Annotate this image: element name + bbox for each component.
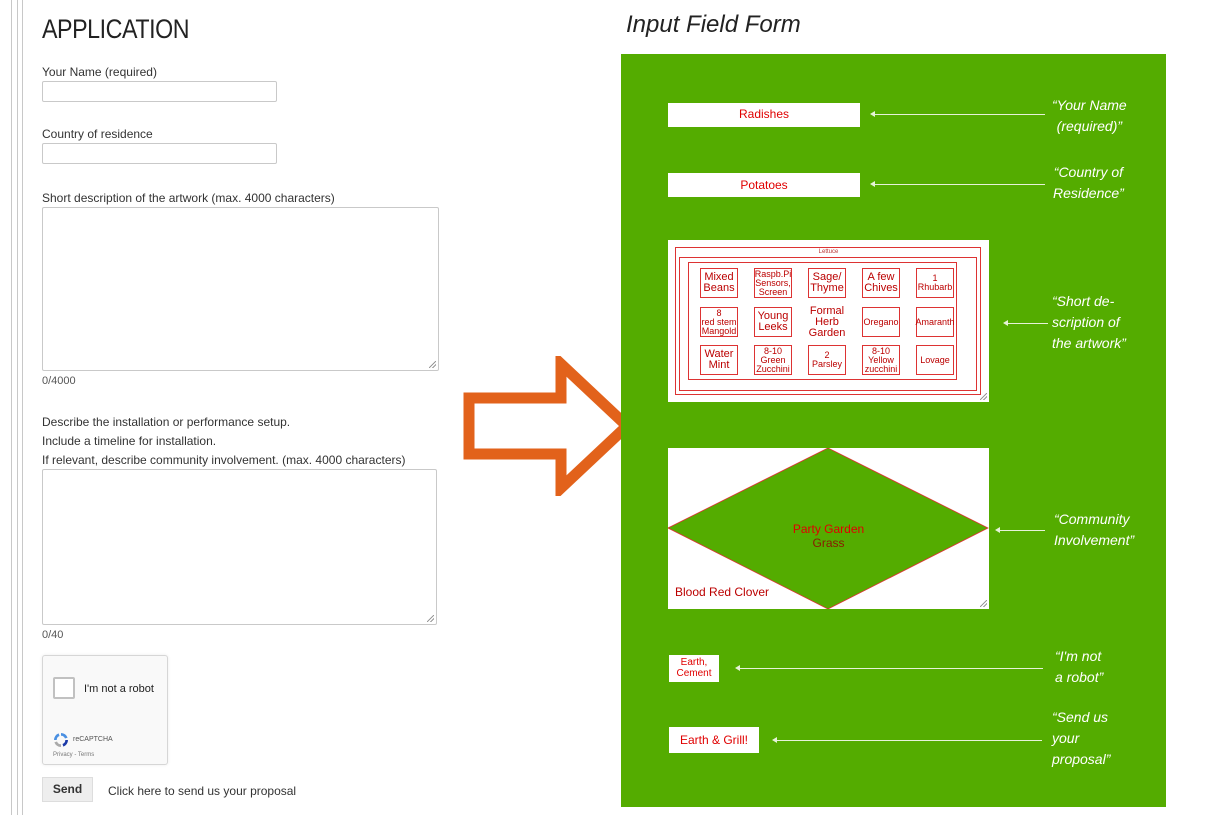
- connector-line: [735, 665, 1043, 671]
- plant-cell: 8 red stem Mangold: [700, 307, 738, 337]
- artwork-textarea[interactable]: [42, 207, 439, 371]
- plant-cell: Water Mint: [700, 345, 738, 375]
- connector-line: [1003, 320, 1048, 326]
- right-arrow-icon: [463, 356, 636, 496]
- artwork-counter: 0/4000: [42, 375, 76, 387]
- plant-cell: A few Chives: [862, 268, 900, 298]
- radishes-field: Radishes: [668, 103, 860, 127]
- resize-handle-icon: [980, 393, 987, 400]
- install-label-line3: If relevant, describe community involvem…: [42, 453, 406, 467]
- note-robot: “I'm not a robot”: [1055, 648, 1104, 685]
- installation-counter: 0/40: [42, 629, 64, 641]
- recaptcha-widget: I'm not a robot reCAPTCHA Privacy - Term…: [42, 655, 168, 765]
- earth-grill-field: Earth & Grill!: [669, 727, 759, 753]
- page-border-line: [17, 0, 18, 815]
- earth-cement-field: Earth, Cement: [669, 655, 719, 682]
- diagram-title: Input Field Form: [626, 11, 801, 38]
- recaptcha-links[interactable]: Privacy - Terms: [53, 752, 95, 758]
- page-border-line: [22, 0, 23, 815]
- recaptcha-logo-icon: [53, 732, 69, 748]
- diamond-text-line1: Party Garden: [792, 522, 865, 536]
- plant-cell: Sage/ Thyme: [808, 268, 846, 298]
- connector-line: [870, 111, 1045, 117]
- name-input[interactable]: [42, 81, 277, 102]
- country-label: Country of residence: [42, 127, 153, 141]
- note-country: “Country of Residence”: [1053, 164, 1124, 201]
- plant-cell: Oregano: [862, 307, 900, 337]
- connector-line: [870, 181, 1045, 187]
- plant-cell: 2 Parsley: [808, 345, 846, 375]
- plant-cell: Young Leeks: [754, 307, 792, 337]
- artwork-label: Short description of the artwork (max. 4…: [42, 191, 335, 205]
- plant-cell: Lovage: [916, 345, 954, 375]
- note-your-name: “Your Name (required)”: [1052, 97, 1127, 134]
- clover-label: Blood Red Clover: [675, 585, 770, 599]
- plant-cell: Amaranth: [915, 307, 955, 337]
- plant-cell: Formal Herb Garden: [808, 304, 846, 339]
- send-button[interactable]: Send: [42, 777, 93, 802]
- page-border-line: [11, 0, 12, 815]
- resize-handle-icon: [980, 600, 987, 607]
- note-send: “Send us your proposal”: [1052, 709, 1111, 767]
- form-title: APPLICATION: [42, 14, 190, 44]
- resize-handle-icon[interactable]: [427, 615, 434, 622]
- plant-cell: Raspb.Pi Sensors, Screen: [754, 268, 792, 298]
- install-label-line2: Include a timeline for installation.: [42, 434, 217, 448]
- connector-line: [772, 737, 1042, 743]
- recaptcha-brand: reCAPTCHA: [73, 736, 113, 743]
- plant-cell: Mixed Beans: [700, 268, 738, 298]
- diamond-shape: [668, 448, 989, 609]
- connector-line: [995, 527, 1045, 533]
- captcha-label: I'm not a robot: [84, 683, 154, 695]
- garden-bed-box: Lettuce Mixed Beans Raspb.Pi Sensors, Sc…: [668, 240, 989, 402]
- plant-cell: 8-10 Yellow zucchini: [862, 345, 900, 375]
- resize-handle-icon[interactable]: [429, 361, 436, 368]
- note-artwork: “Short de- scription of the artwork”: [1052, 293, 1126, 351]
- lettuce-label: Lettuce: [818, 249, 839, 255]
- country-input[interactable]: [42, 143, 277, 164]
- party-garden-box: Party Garden Grass Blood Red Clover: [668, 448, 989, 609]
- send-hint: Click here to send us your proposal: [108, 784, 297, 798]
- plant-cell: 8-10 Green Zucchini: [754, 345, 792, 375]
- plant-cell: 1 Rhubarb: [916, 268, 954, 298]
- captcha-checkbox[interactable]: [53, 677, 75, 699]
- potatoes-field: Potatoes: [668, 173, 860, 197]
- install-label-line1: Describe the installation or performance…: [42, 415, 291, 429]
- note-community: “Community Involvement”: [1054, 511, 1135, 548]
- installation-textarea[interactable]: [42, 469, 437, 625]
- diamond-text-line2: Grass: [812, 536, 845, 550]
- name-label: Your Name (required): [42, 65, 157, 79]
